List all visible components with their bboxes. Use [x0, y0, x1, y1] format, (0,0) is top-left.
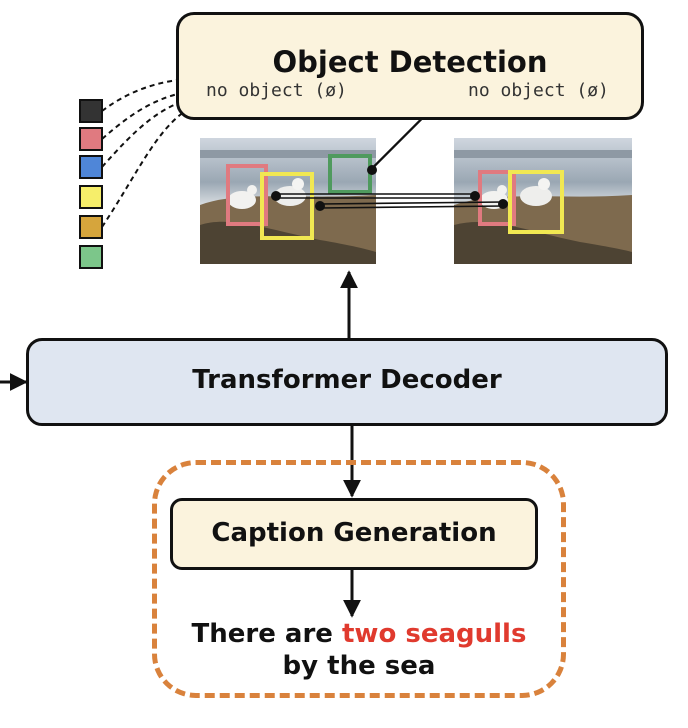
- generated-caption: There are two seagulls by the sea: [152, 618, 566, 682]
- object-detection-title: Object Detection: [272, 45, 548, 79]
- transformer-decoder-label: Transformer Decoder: [192, 365, 502, 395]
- class-swatch-blue: [79, 155, 103, 179]
- object-detection-box: Object Detection: [176, 12, 644, 120]
- transformer-decoder-box: Transformer Decoder: [26, 338, 668, 426]
- seagull-photo-right: [454, 138, 632, 264]
- class-swatch-green: [79, 245, 103, 269]
- caption-text-line2: by the sea: [282, 651, 436, 681]
- class-swatch-orange: [79, 215, 103, 239]
- seagull-photo-left: [200, 138, 376, 264]
- class-swatch-red: [79, 127, 103, 151]
- no-object-label-left: no object (ø): [206, 80, 347, 101]
- class-swatch-column: [79, 99, 103, 269]
- class-swatch-yellow: [79, 185, 103, 209]
- no-object-label-right: no object (ø): [468, 80, 609, 101]
- caption-generation-label: Caption Generation: [211, 518, 497, 548]
- caption-dashed-region: [152, 460, 566, 698]
- caption-text-start: There are: [191, 619, 342, 649]
- caption-generation-box: Caption Generation: [170, 498, 538, 570]
- caption-highlight: two seagulls: [342, 619, 527, 649]
- class-swatch-black: [79, 99, 103, 123]
